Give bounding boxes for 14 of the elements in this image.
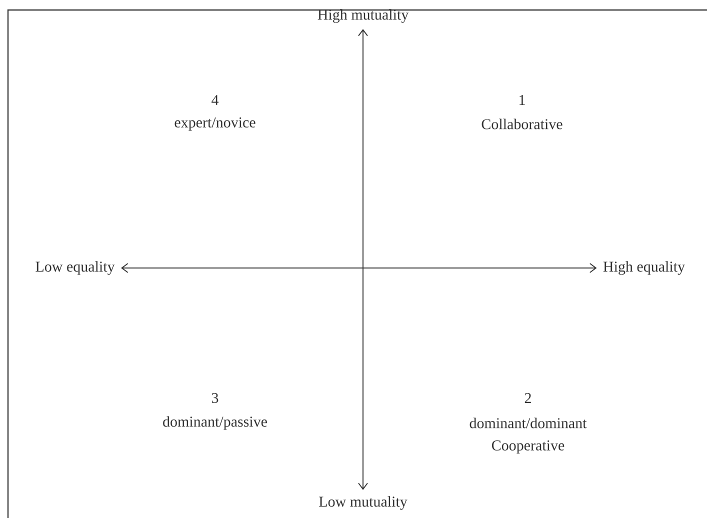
quadrant-label: dominant/passive: [163, 416, 267, 430]
quadrant-label: expert/novice: [174, 117, 256, 131]
quadrant-label: Collaborative: [482, 118, 562, 130]
quadrant-label: 1: [520, 95, 525, 105]
quadrant-label: dominant/dominant: [470, 418, 587, 428]
quadrant-label: Cooperative: [492, 440, 564, 454]
axis-label: High equality: [603, 261, 685, 275]
axis-label: Low equality: [36, 261, 115, 275]
double-arrow: [358, 29, 368, 490]
quadrant-label: 3: [212, 392, 218, 404]
quadrant-label: 4: [212, 95, 219, 105]
quadrant-label: 2: [524, 393, 531, 403]
double-arrow: [120, 263, 597, 273]
axis-label: Low mutuality: [319, 496, 408, 510]
